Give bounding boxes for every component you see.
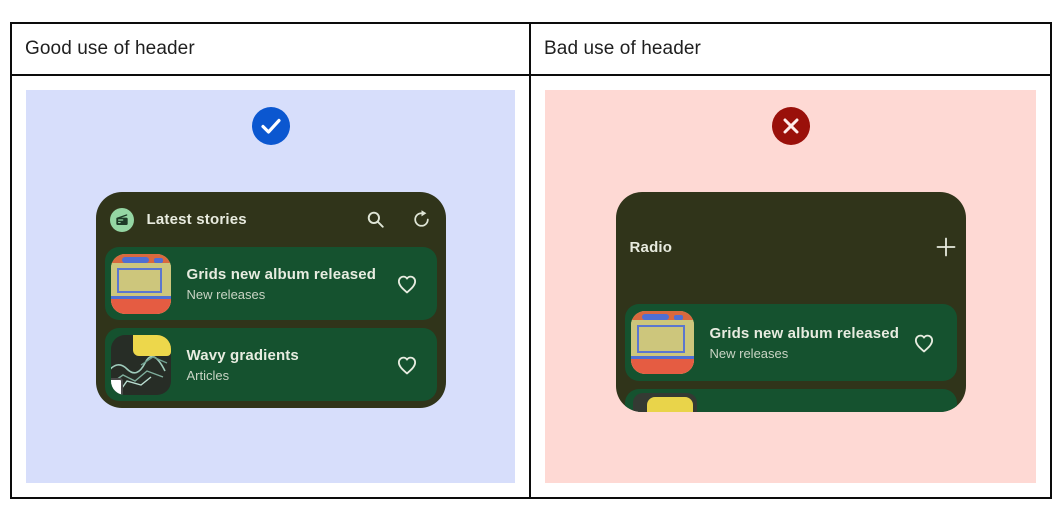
bad-header-label: Bad use of header (544, 38, 701, 59)
heart-icon[interactable] (394, 271, 420, 297)
bad-header-cell: Bad use of header (531, 24, 1050, 76)
comparison-table: Good use of header Bad use of header (10, 22, 1052, 499)
item-title: Grids new album released (709, 324, 900, 342)
heart-icon[interactable] (394, 352, 420, 378)
thumb-blue-frame (636, 325, 685, 353)
item-title: Wavy gradients (186, 346, 299, 364)
thumb-yellow-block (646, 397, 693, 412)
thumb-blue-bar (641, 314, 669, 320)
item-title: Grids new album released (186, 265, 377, 283)
thumb-blue-knob (673, 315, 683, 320)
item-subtitle: Articles (186, 367, 230, 383)
refresh-icon[interactable] (411, 209, 432, 230)
widget-list: Grids new album released New releases (96, 247, 446, 401)
item-text: Grids new album released New releases (187, 266, 377, 302)
widget-title: Latest stories (146, 211, 247, 228)
good-header-cell: Good use of header (12, 24, 531, 76)
radio-widget: Radio (615, 192, 966, 412)
search-icon[interactable] (365, 209, 386, 230)
radio-thumbnail (630, 311, 694, 374)
list-item-grids-album[interactable]: Grids new album released New releases (624, 304, 957, 381)
widget-title: Radio (629, 238, 673, 256)
good-example-panel: Latest stories (26, 90, 515, 483)
item-text: Grids new album released New releases (710, 325, 900, 361)
close-icon (772, 107, 810, 145)
widget-list: Grids new album released New releases (616, 304, 966, 412)
item-subtitle: New releases (709, 345, 789, 361)
check-icon (252, 107, 290, 145)
thumb-blue-bar (121, 256, 149, 263)
widget-header: Latest stories (96, 192, 446, 247)
thumb-blue-frame (116, 267, 162, 293)
item-text: Wavy gradients Articles (187, 347, 299, 383)
latest-stories-widget: Latest stories (95, 192, 446, 408)
thumb-red-band (110, 298, 171, 314)
thumb-blue-line (110, 295, 171, 299)
thumb-red-band (630, 359, 694, 374)
bad-example-cell: Radio (531, 76, 1050, 497)
clipped-thumbnail (632, 393, 697, 412)
thumb-blue-line (630, 356, 694, 359)
do-badge (251, 107, 290, 145)
widget-header: Radio (616, 230, 966, 264)
item-subtitle: New releases (186, 286, 266, 302)
wavy-thumbnail (110, 334, 171, 395)
phone-badge-icon (110, 377, 123, 395)
thumb-blue-knob (153, 257, 163, 263)
list-item-wavy-gradients[interactable]: Wavy gradients Articles (104, 328, 437, 401)
thumb-yellow-block (132, 334, 171, 356)
add-icon[interactable] (934, 235, 958, 259)
radio-thumbnail (110, 253, 171, 314)
bad-example-panel: Radio (545, 90, 1036, 483)
good-example-cell: Latest stories (12, 76, 531, 497)
list-item-grids-album[interactable]: Grids new album released New releases (104, 247, 437, 320)
dont-badge (771, 107, 810, 145)
good-header-label: Good use of header (25, 38, 195, 59)
heart-icon[interactable] (911, 330, 937, 356)
clipped-list-item[interactable] (624, 389, 957, 412)
radio-app-icon[interactable] (109, 207, 134, 232)
